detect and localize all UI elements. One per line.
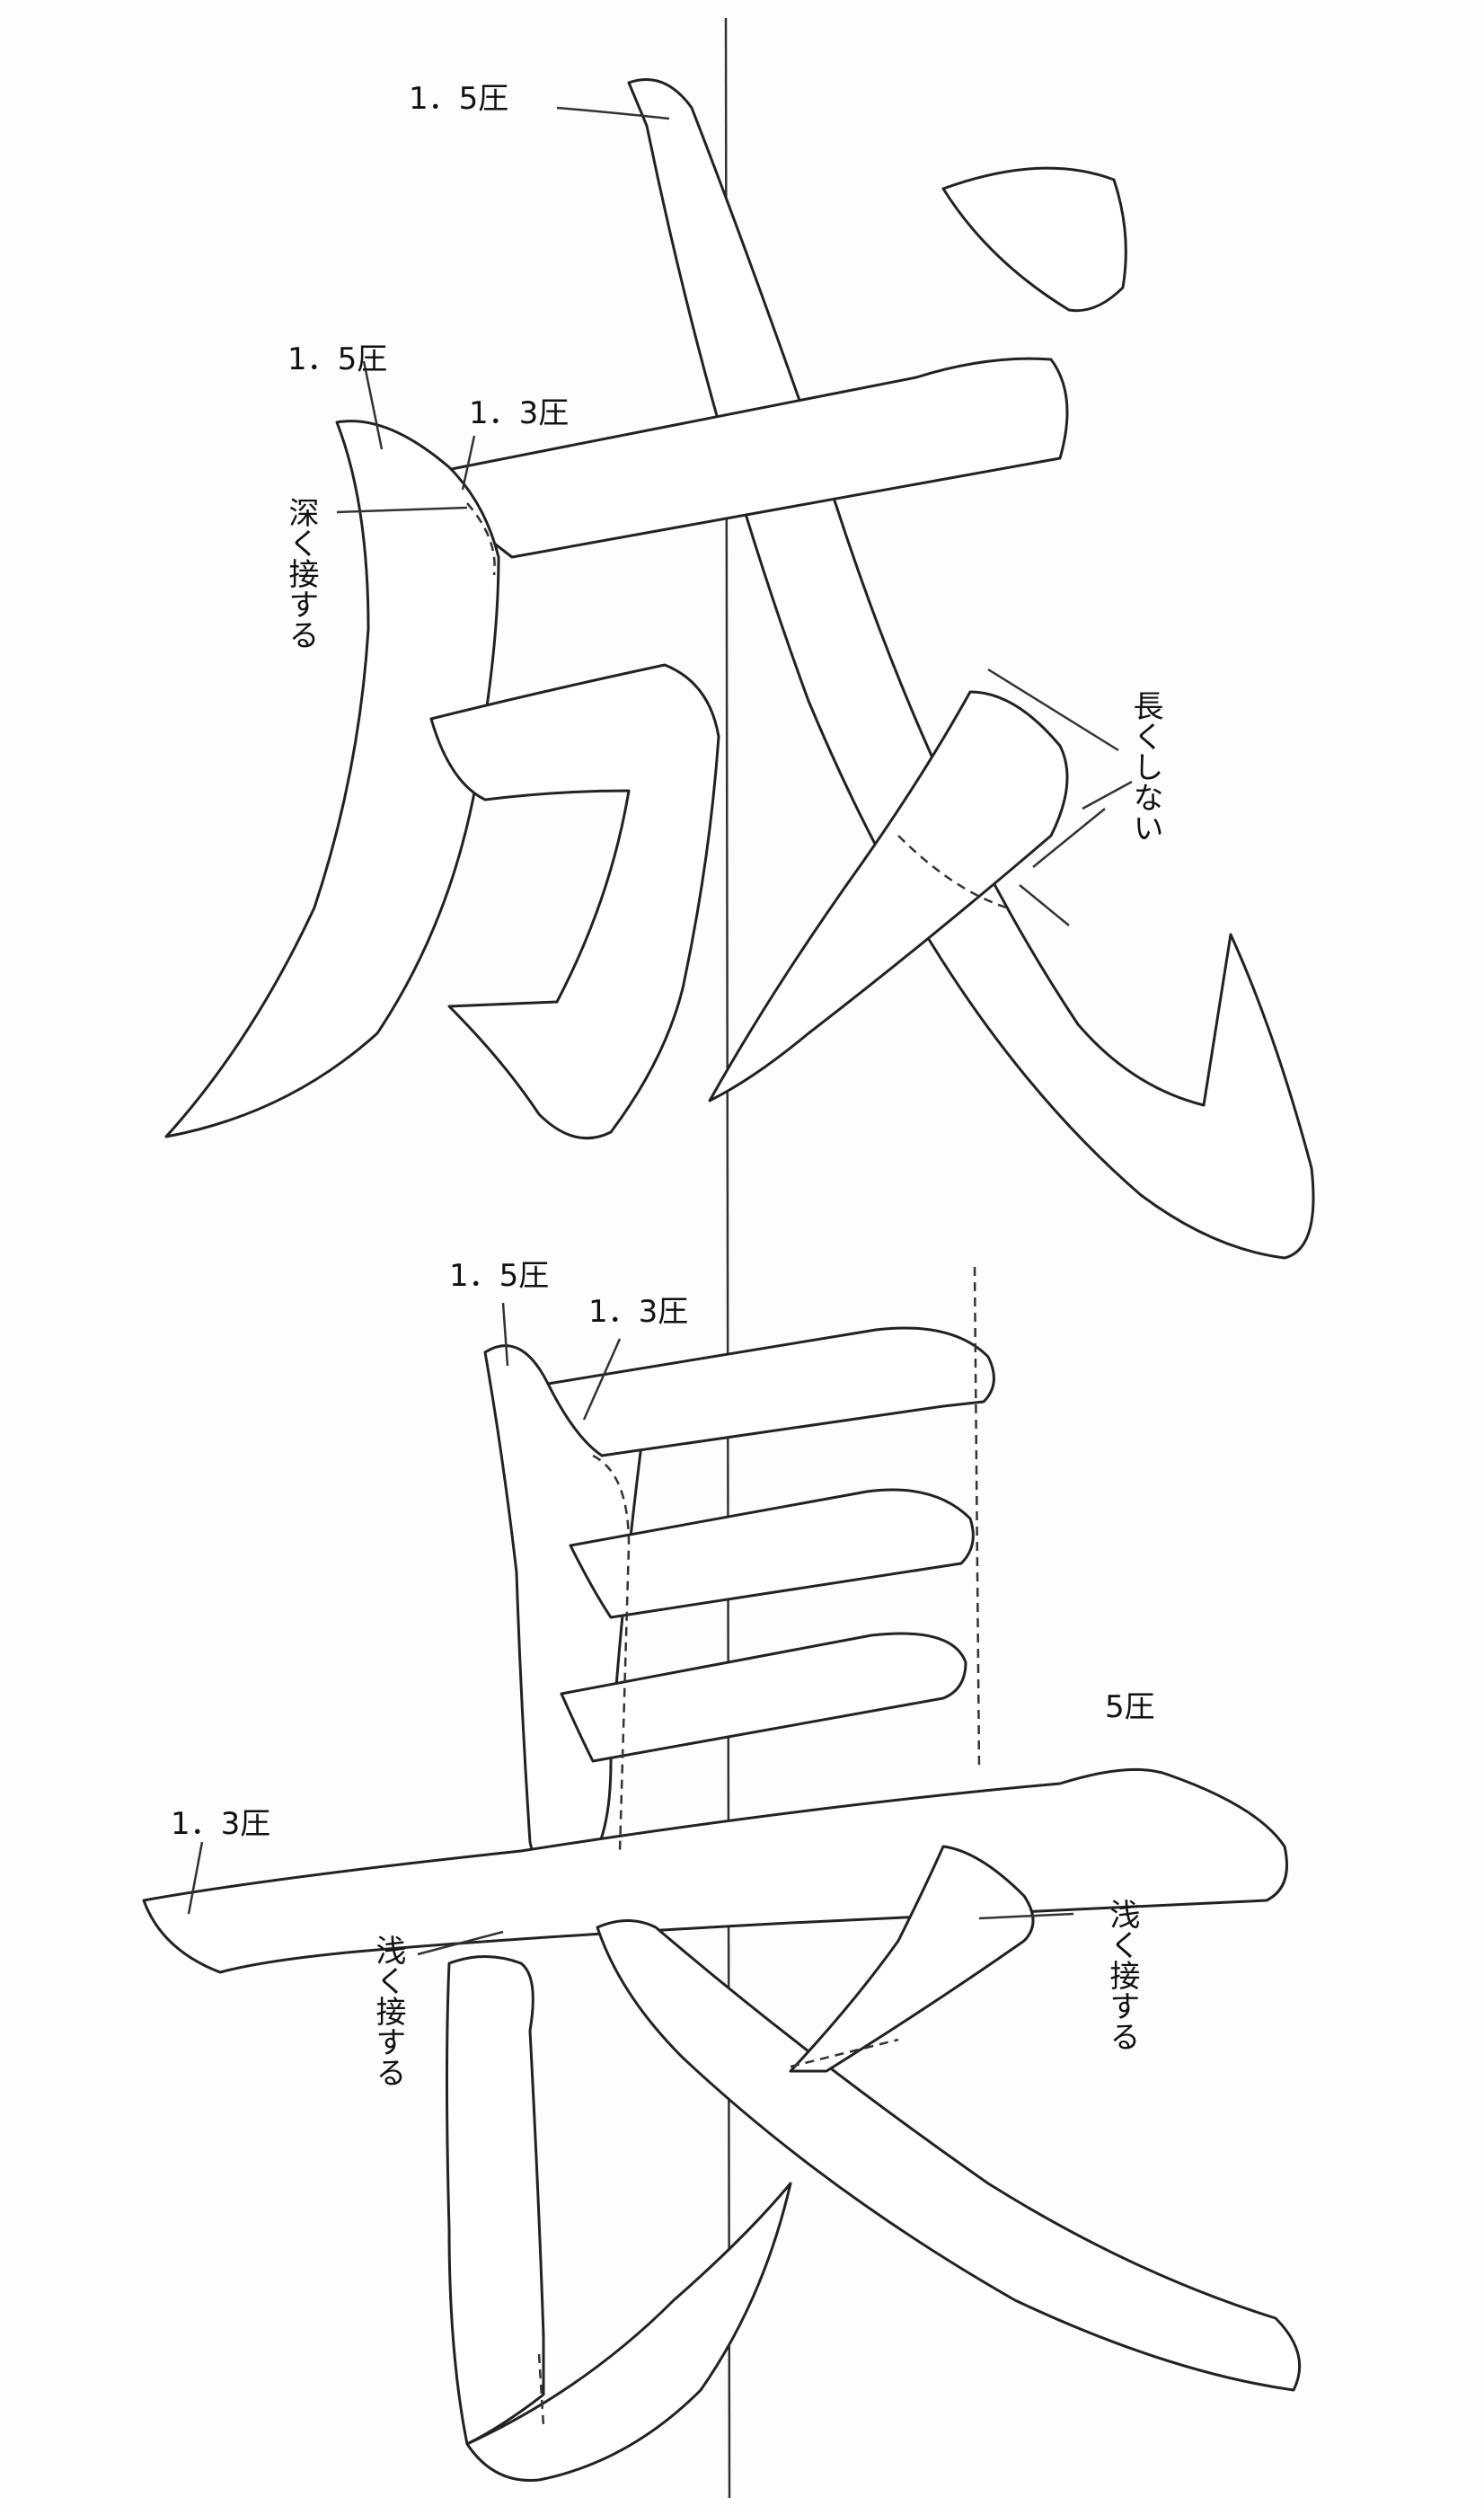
cho-leader-long-start <box>187 1841 204 1915</box>
cho-leader-right-shallow <box>978 1912 1074 1920</box>
sei-left-sweep-stroke <box>164 420 500 1138</box>
cho-leader-left-shallow <box>417 1930 504 1956</box>
sei-leader-deep <box>336 506 468 514</box>
sei-leader-left <box>362 360 384 450</box>
label-cho-left-shallow-join: 浅く接する <box>370 1935 406 2087</box>
sei-measure-line <box>987 668 1119 926</box>
character-cho <box>142 1266 1302 2482</box>
cho-right-diagonal-stroke <box>596 1919 1302 2392</box>
sei-leader-top <box>556 106 670 120</box>
label-cho-joint-pressure: 1．3圧 <box>588 1294 689 1330</box>
sei-crossing-stroke <box>708 690 1069 1102</box>
label-sei-left-pressure: 1．5圧 <box>287 341 388 377</box>
cho-joint-dash <box>592 1454 631 1852</box>
sei-hook-stroke <box>429 663 720 1140</box>
label-sei-top-pressure: 1．5圧 <box>409 81 509 117</box>
cho-left-vertical-stroke <box>446 1955 545 2446</box>
cho-leader-top <box>501 1302 509 1367</box>
label-cho-top-pressure: 1．5圧 <box>449 1258 550 1294</box>
sei-cross-dash <box>897 835 1007 909</box>
cho-short-left-stroke <box>789 1845 1035 2073</box>
label-cho-long-stroke-start: 1．3圧 <box>171 1806 271 1842</box>
character-sei <box>164 78 1315 1260</box>
label-sei-not-long: 長くしない <box>1127 690 1163 843</box>
cho-third-horizontal-stroke <box>560 1632 967 1763</box>
label-sei-deep-join: 深く接する <box>283 497 319 650</box>
sei-dot-stroke <box>941 166 1127 313</box>
cho-bottom-dash <box>537 2038 899 2427</box>
label-sei-joint-pressure: 1．3圧 <box>469 395 570 431</box>
sei-leader-joint <box>461 435 476 491</box>
cho-leader-joint <box>582 1338 622 1421</box>
cho-long-horizontal-stroke <box>142 1767 1288 1974</box>
label-cho-right-shallow-join: 浅く接する <box>1104 1899 1140 2051</box>
cho-top-horizontal-stroke <box>546 1326 995 1457</box>
cho-second-horizontal-stroke <box>569 1488 975 1619</box>
cho-right-guide-dash <box>973 1266 981 1771</box>
cho-rising-stroke <box>465 2182 792 2482</box>
label-cho-long-stroke-end: 5圧 <box>1105 1689 1155 1725</box>
sei-leader-notlong <box>1082 780 1133 810</box>
